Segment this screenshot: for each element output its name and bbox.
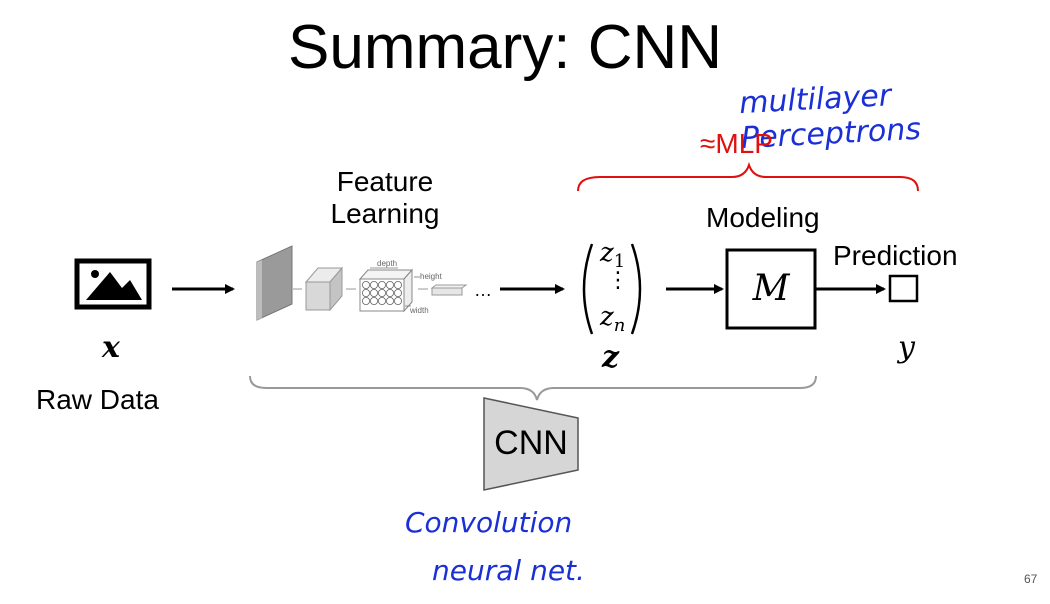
model-symbol: M (752, 268, 790, 309)
mlp-brace (577, 161, 919, 192)
page-number: 67 (1024, 572, 1038, 586)
feature-learning-label: Feature Learning (330, 166, 440, 229)
latent-paren-left (582, 243, 594, 335)
ellipsis: … (474, 280, 492, 300)
input-variable: x (102, 330, 120, 365)
model-box (725, 248, 817, 330)
mlp-label: ≈MLP (700, 128, 773, 159)
output-variable: y (898, 330, 915, 365)
cnn-trapezoid (483, 397, 579, 491)
latent-vdots: ⋮ (607, 268, 629, 293)
cnn-handwritten-note-2: neural net. (432, 554, 585, 587)
prediction-box (888, 274, 919, 303)
latent-variable: z (602, 340, 620, 375)
cnn-handwritten-note-1: Convolution (405, 506, 573, 539)
modeling-label: Modeling (706, 202, 820, 233)
cnn-layer-volumes (256, 245, 468, 321)
latent-paren-right (630, 243, 642, 335)
raw-data-label: Raw Data (36, 384, 159, 415)
cnn-brace (249, 375, 817, 401)
volume-height-label: height (420, 272, 443, 281)
image-icon (74, 258, 152, 310)
prediction-label: Prediction (833, 240, 958, 271)
volume-depth-label: depth (377, 259, 397, 268)
latent-zn: zn (600, 302, 626, 337)
cnn-label: CNN (494, 424, 568, 462)
latent-z1: z1 (600, 238, 626, 273)
volume-width-label: width (409, 306, 429, 315)
slide-title: Summary: CNN (287, 13, 723, 82)
